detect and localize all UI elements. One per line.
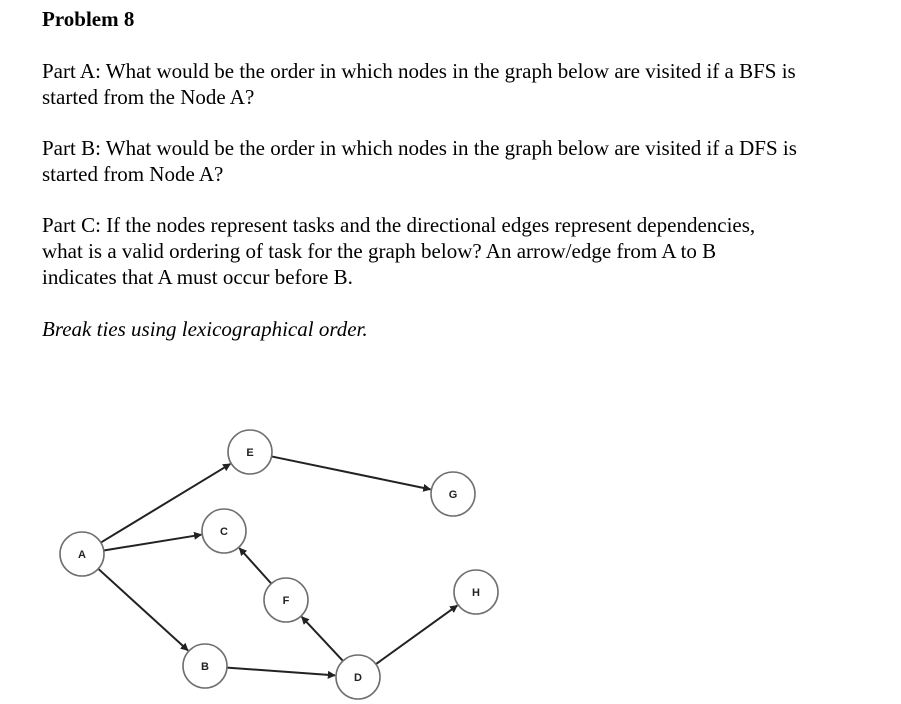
node-circle xyxy=(227,429,273,475)
node-label: B xyxy=(201,661,209,673)
edge-d-to-h xyxy=(375,604,458,665)
node-h: H xyxy=(453,569,499,615)
node-label: F xyxy=(283,595,290,607)
node-label: C xyxy=(220,526,228,538)
part-a-line-1: Part A: What would be the order in which… xyxy=(42,59,796,83)
edge-f-to-c xyxy=(238,547,273,585)
tie-break-note: Break ties using lexicographical order. xyxy=(42,317,368,341)
node-label: D xyxy=(354,672,362,684)
node-circle xyxy=(59,531,105,577)
node-e: E xyxy=(227,429,273,475)
node-d: D xyxy=(335,654,381,700)
graph-edges xyxy=(97,455,458,679)
edge-e-to-g xyxy=(271,455,432,492)
edge-a-to-c xyxy=(103,531,203,552)
node-circle xyxy=(453,569,499,615)
node-a: A xyxy=(59,531,105,577)
problem-title: Problem 8 xyxy=(42,7,135,31)
part-c-line-2: what is a valid ordering of task for the… xyxy=(42,239,717,263)
part-c-question: Part C: If the nodes represent tasks and… xyxy=(42,212,872,290)
node-circle xyxy=(430,471,476,517)
edge-d-to-f xyxy=(300,616,344,662)
part-c-line-3: indicates that A must occur before B. xyxy=(42,265,353,289)
part-b-line-1: Part B: What would be the order in which… xyxy=(42,136,797,160)
part-c-line-1: Part C: If the nodes represent tasks and… xyxy=(42,213,756,237)
node-c: C xyxy=(201,508,247,554)
edge-a-to-e xyxy=(100,463,232,544)
node-label: A xyxy=(78,549,86,561)
node-circle xyxy=(201,508,247,554)
edge-a-to-b xyxy=(97,568,189,652)
graph-nodes: A B C D E F G H xyxy=(59,429,499,700)
node-circle xyxy=(182,643,228,689)
node-label: E xyxy=(246,447,253,459)
node-circle xyxy=(335,654,381,700)
node-circle xyxy=(263,577,309,623)
part-a-question: Part A: What would be the order in which… xyxy=(42,58,872,110)
part-b-question: Part B: What would be the order in which… xyxy=(42,135,872,187)
part-a-line-2: started from the Node A? xyxy=(42,85,255,109)
node-label: H xyxy=(472,587,480,599)
node-label: G xyxy=(449,489,458,501)
node-g: G xyxy=(430,471,476,517)
node-f: F xyxy=(263,577,309,623)
node-b: B xyxy=(182,643,228,689)
edge-b-to-d xyxy=(226,666,336,679)
part-b-line-2: started from Node A? xyxy=(42,162,224,186)
